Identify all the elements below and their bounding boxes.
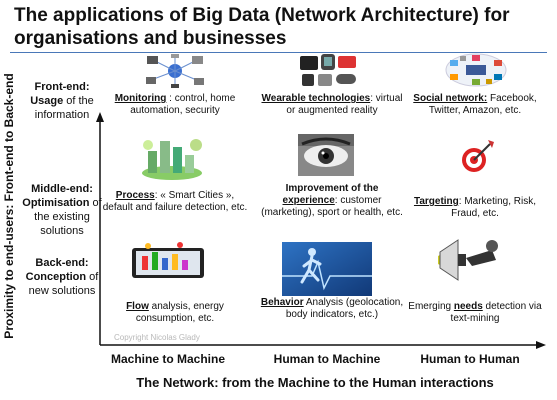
row-label-title: Front-end:: [34, 81, 90, 93]
row-label-title: Back-end:: [35, 257, 89, 269]
cell-flow: Flow analysis, energy consumption, etc.: [100, 301, 250, 325]
cell-keyword: Monitoring: [114, 93, 167, 104]
row-label-back-end: Back-end: Conception of new solutions: [22, 256, 102, 298]
cell-keyword: Process: [115, 190, 155, 201]
copyright-watermark: Copyright Nicolas Glady: [114, 333, 200, 342]
tablet-flow-icon: [132, 242, 204, 278]
running-man-icon: [282, 242, 372, 296]
cell-wearable: Wearable technologies: virtual or augmen…: [257, 93, 407, 117]
row-label-title: Middle-end:: [31, 183, 93, 195]
cell-desc: : « Smart Cities », default and failure …: [102, 190, 248, 213]
cell-keyword: Behavior: [260, 297, 304, 308]
cell-keyword: Flow: [126, 301, 149, 312]
wearable-devices-icon: [300, 54, 356, 86]
cell-desc: : control, home automation, security: [130, 93, 236, 116]
x-axis-label: The Network: from the Machine to the Hum…: [136, 375, 494, 390]
row-label-desc: of the information: [34, 95, 94, 121]
cell-behavior: Behavior Analysis (geolocation, body ind…: [257, 297, 407, 321]
cell-monitoring: Monitoring : control, home automation, s…: [100, 93, 250, 117]
cell-keyword: Social network:: [413, 93, 488, 104]
cell-needs: Emerging needs detection via text-mining: [400, 301, 550, 325]
social-network-icon: [445, 53, 507, 87]
row-label-desc: of the existing solutions: [34, 197, 102, 237]
row-label-desc: of new solutions: [28, 271, 99, 297]
cell-targeting: Targeting: Marketing, Risk, Fraud, etc.: [400, 196, 550, 220]
row-label-keyword: Optimisation: [22, 197, 90, 209]
eye-icon: [298, 134, 354, 176]
dart-target-icon: [462, 140, 494, 172]
row-label-keyword: Conception: [25, 271, 87, 283]
cell-prefix: Improvement of the: [285, 183, 379, 194]
cell-keyword: experience: [282, 195, 335, 206]
cell-process: Process: « Smart Cities », default and f…: [100, 190, 250, 214]
megaphone-icon: [438, 239, 498, 281]
cell-desc: Analysis (geolocation, body indicators, …: [285, 297, 404, 320]
col-label-m2m: Machine to Machine: [110, 352, 226, 366]
cell-keyword: needs: [453, 301, 483, 312]
cell-prefix: Emerging: [408, 301, 454, 312]
col-label-h2h: Human to Human: [420, 352, 520, 366]
cell-keyword: Targeting: [413, 196, 459, 207]
cell-desc: detection via text-mining: [450, 301, 542, 324]
cell-social: Social network: Facebook, Twitter, Amazo…: [400, 93, 550, 117]
page-title: The applications of Big Data (Network Ar…: [14, 5, 510, 49]
cell-desc: : Marketing, Risk, Fraud, etc.: [451, 196, 537, 219]
cell-keyword: Wearable technologies: [261, 93, 371, 104]
row-label-front-end: Front-end: Usage of the information: [22, 80, 102, 122]
smart-city-icon: [142, 139, 202, 180]
row-label-middle-end: Middle-end: Optimisation of the existing…: [22, 182, 102, 238]
row-label-keyword: Usage: [30, 95, 64, 107]
col-label-h2m: Human to Machine: [273, 352, 381, 366]
title-underline: [10, 52, 547, 53]
cell-desc: : virtual or augmented reality: [286, 93, 403, 116]
cell-desc: Facebook, Twitter, Amazon, etc.: [428, 93, 537, 116]
cell-desc: : customer (marketing), sport or health,…: [261, 195, 403, 218]
network-devices-icon: [146, 54, 204, 88]
cell-desc: analysis, energy consumption, etc.: [135, 301, 224, 324]
cell-experience: Improvement of the experience: customer …: [257, 183, 407, 219]
